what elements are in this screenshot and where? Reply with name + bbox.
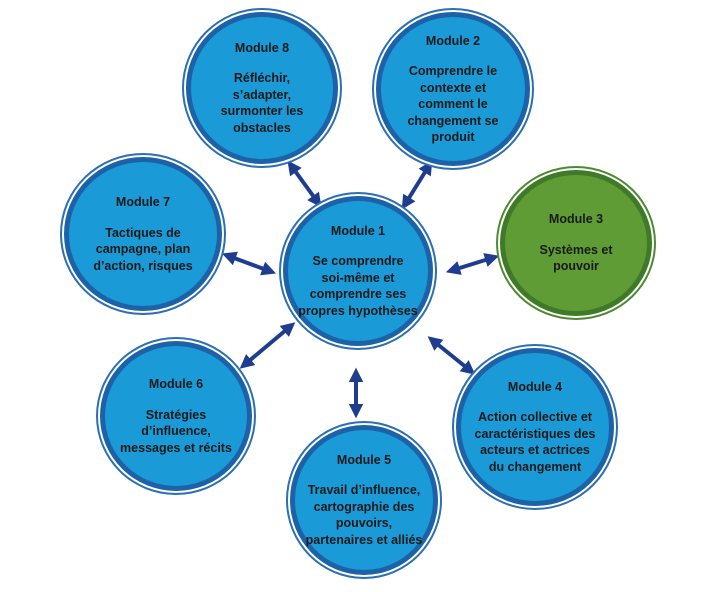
- module-4-title: Module 4: [507, 379, 563, 394]
- module-1-title: Module 1: [330, 223, 386, 238]
- arrow-module1-module7: [221, 251, 277, 276]
- module-7-circle: Module 7 Tactiques de campagne, plan d’a…: [64, 157, 222, 311]
- module-2-circle: Module 2 Comprendre le contexte et comme…: [376, 12, 530, 166]
- module-4-description: Action collective et caractéristiques de…: [474, 410, 596, 474]
- module-8-circle: Module 8 Réfléchir, s’adapter, surmonter…: [186, 12, 338, 164]
- arrow-module1-module2: [401, 160, 433, 210]
- module-4-circle: Module 4 Action collective et caractéris…: [456, 348, 614, 506]
- module-6-description: Stratégies d’influence, messages et réci…: [120, 407, 232, 455]
- arrow-module1-module8: [287, 160, 322, 208]
- module-1-description: Se comprendre soi-même et comprendre ses…: [298, 254, 418, 318]
- module-6-title: Module 6: [148, 377, 204, 391]
- module-3-circle: Module 3 Systèmes et pouvoir: [500, 170, 652, 316]
- module-8-description: Réfléchir, s’adapter, surmonter les obst…: [220, 71, 304, 135]
- arrow-module1-module4: [427, 336, 476, 375]
- module-1-circle: Module 1 Se comprendre soi-même et compr…: [283, 196, 433, 346]
- module-7-description: Tactiques de campagne, plan d’action, ri…: [93, 225, 193, 273]
- module-8-title: Module 8: [234, 40, 290, 55]
- module-6-circle: Module 6 Stratégies d’influence, message…: [100, 341, 252, 491]
- module-3-title: Module 3: [548, 212, 604, 227]
- arrow-module1-module6: [239, 322, 296, 369]
- module-2-description: Comprendre le contexte et comment le cha…: [407, 64, 499, 144]
- module-3-description: Systèmes et pouvoir: [539, 242, 613, 274]
- module-5-description: Travail d’influence, cartographie des po…: [305, 483, 423, 547]
- module-7-title: Module 7: [115, 195, 171, 209]
- module-5-title: Module 5: [336, 452, 392, 467]
- module-5-circle: Module 5 Travail d’influence, cartograph…: [290, 425, 438, 575]
- module-2-title: Module 2: [425, 33, 481, 48]
- arrow-module1-module3: [445, 253, 500, 275]
